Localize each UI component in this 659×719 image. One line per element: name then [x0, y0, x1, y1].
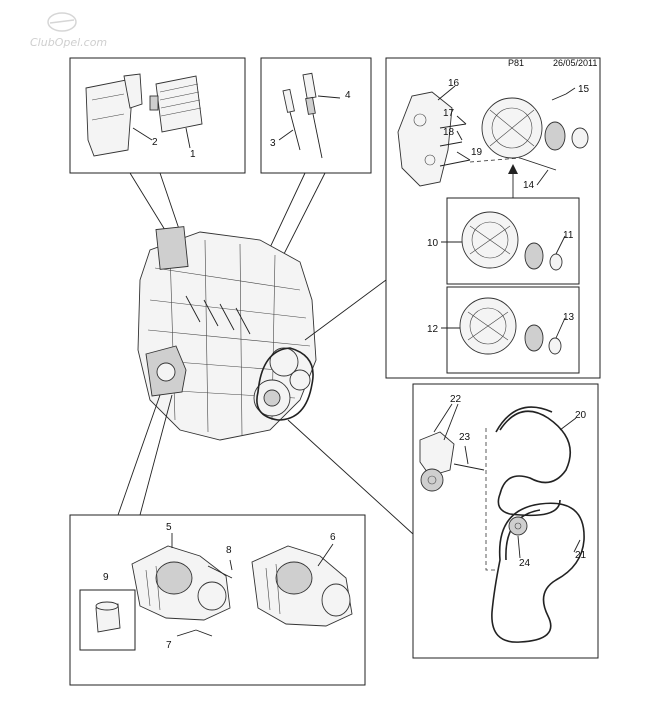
- callout-13: 13: [563, 312, 575, 323]
- callout-11: 11: [563, 230, 574, 241]
- box-glow-plugs: [260, 57, 372, 174]
- page-code: P81: [508, 58, 524, 68]
- callout-7: 7: [166, 640, 172, 651]
- callout-5: 5: [166, 522, 172, 533]
- watermark-text: ClubOpel.com: [30, 36, 107, 49]
- alternator-variant-12-illustration: [459, 297, 562, 355]
- callout-15: 15: [578, 84, 590, 95]
- callout-10: 10: [427, 238, 439, 249]
- box-starter: [69, 514, 366, 686]
- callout-20: 20: [575, 410, 587, 421]
- alternator-variant-10-illustration: [461, 211, 563, 271]
- callout-22: 22: [450, 394, 462, 405]
- belt-drive-illustration: [419, 406, 585, 643]
- callout-8: 8: [226, 545, 232, 556]
- callout-24: 24: [519, 558, 531, 569]
- callout-14: 14: [523, 180, 535, 191]
- callout-2: 2: [152, 137, 158, 148]
- callout-19: 19: [471, 147, 483, 158]
- glow-control-unit-illustration: [85, 73, 203, 157]
- callout-1: 1: [190, 149, 196, 160]
- callout-16: 16: [448, 78, 460, 89]
- box-alternator: [385, 57, 601, 379]
- alternator-bracket-illustration: [397, 91, 589, 187]
- watermark-logo: ClubOpel.com: [30, 12, 107, 49]
- box-belt-drive: [412, 383, 599, 659]
- engine-illustration: [137, 226, 317, 441]
- callout-17: 17: [443, 108, 455, 119]
- callout-23: 23: [459, 432, 471, 443]
- box-glow-control-unit: [69, 57, 246, 174]
- callout-21: 21: [575, 550, 587, 561]
- callout-9: 9: [103, 572, 109, 583]
- page-date: 26/05/2011: [553, 58, 597, 68]
- box-bushing: [79, 589, 136, 651]
- starter-illustration: [95, 545, 353, 637]
- box-alternator-variant-12: [446, 286, 580, 374]
- callout-6: 6: [330, 532, 336, 543]
- callout-3: 3: [270, 138, 276, 149]
- callout-18: 18: [443, 127, 455, 138]
- callout-12: 12: [427, 324, 439, 335]
- callout-4: 4: [345, 90, 351, 101]
- glow-plugs-illustration: [282, 72, 323, 159]
